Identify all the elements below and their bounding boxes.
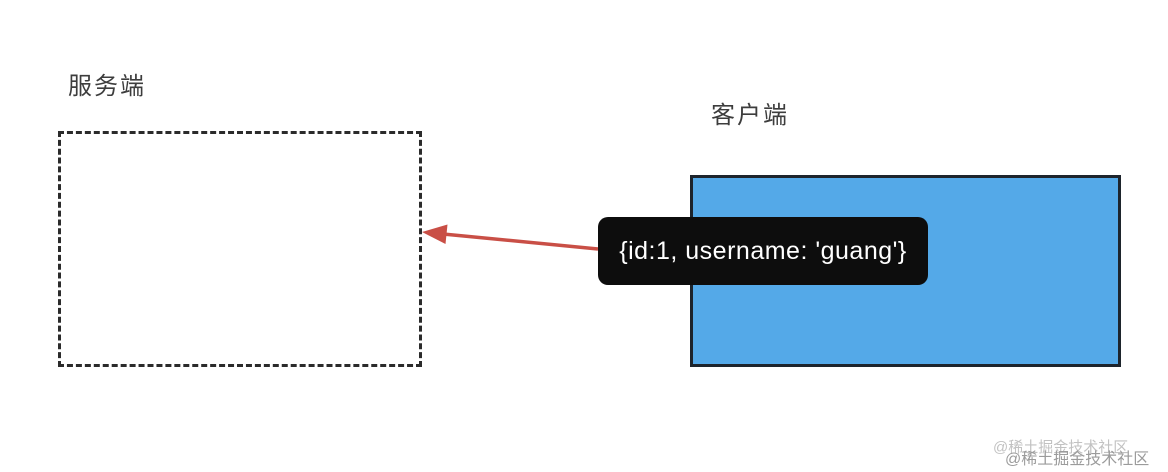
- watermark-text-front: @稀土掘金技术社区: [1005, 451, 1150, 468]
- server-label: 服务端: [68, 73, 146, 100]
- client-label: 客户端: [711, 102, 789, 129]
- arrow-head-icon: [422, 224, 448, 244]
- arrow-line: [442, 232, 599, 251]
- server-box: [58, 131, 422, 367]
- message-tooltip: {id:1, username: 'guang'}: [598, 217, 928, 285]
- watermark-text-back: @稀土掘金技术社区: [993, 439, 1129, 456]
